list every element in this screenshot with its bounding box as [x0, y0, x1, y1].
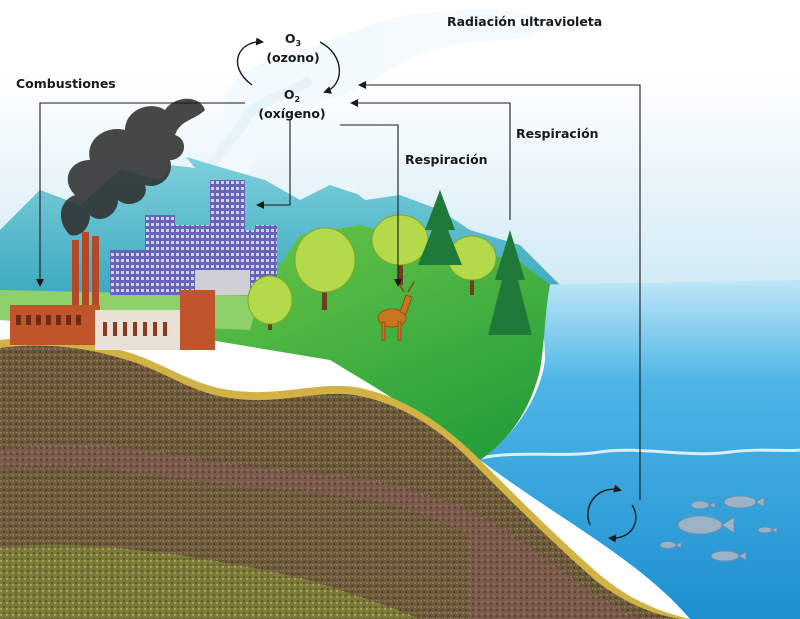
ozone-subscript: 3 — [295, 39, 302, 48]
soil-layer-bottom — [0, 544, 420, 619]
respiration-sea-label: Respiración — [516, 126, 599, 141]
uv-radiation-label: Radiación ultravioleta — [447, 14, 603, 29]
oxygen-name: (oxígeno) — [258, 106, 326, 121]
city-icon — [110, 180, 277, 295]
respiration-land-arrow — [340, 124, 402, 287]
deer-icon — [377, 281, 415, 341]
respiration-sea-arrow — [350, 81, 641, 500]
oxygen-subscript: 2 — [294, 95, 301, 104]
combustion-arrow — [36, 102, 245, 287]
ozone-label: O3 (ozono) — [258, 32, 328, 65]
sea-respiration-cycle — [587, 484, 637, 543]
smoke-icon — [60, 98, 206, 236]
respiration-land-label: Respiración — [405, 152, 488, 167]
oxygen-to-city-arrow — [256, 120, 291, 209]
ozone-oxygen-cycle — [236, 37, 341, 94]
ozone-name: (ozono) — [266, 50, 320, 65]
factory-icon — [10, 232, 215, 350]
oxygen-label: O2 (oxígeno) — [252, 88, 332, 121]
oxygen-formula: O — [283, 87, 295, 102]
tree-icon — [247, 190, 532, 335]
combustion-label: Combustiones — [16, 76, 116, 91]
fish-icon — [659, 495, 778, 562]
ozone-formula: O — [284, 31, 296, 46]
